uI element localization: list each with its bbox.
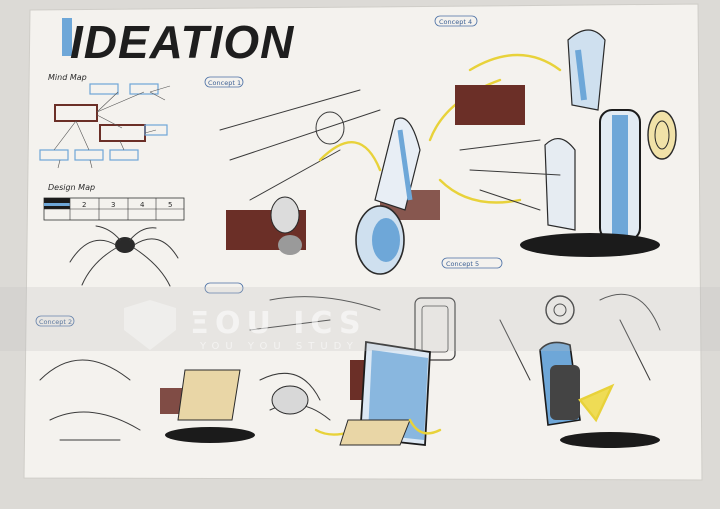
mind-map-label: Mind Map xyxy=(48,73,87,82)
spider-sketch xyxy=(69,225,179,287)
mind-map-section: Mind Map xyxy=(39,73,171,169)
watermark: ΞOU ICS YOU YOU STUDY xyxy=(0,287,720,352)
mind-map-node-3 xyxy=(89,83,119,95)
concept-2-sketch: Concept 2 xyxy=(35,315,352,443)
watermark-band xyxy=(0,287,720,351)
watermark-shield-icon xyxy=(124,300,176,350)
tablet-dock-sketch xyxy=(204,282,442,446)
concept-5-tag: Concept 5 xyxy=(446,260,479,268)
concept-2-tag: Concept 2 xyxy=(39,318,72,326)
design-map-section: Design Map 2 3 4 5 xyxy=(43,183,185,221)
design-map-col-4: 4 xyxy=(140,201,145,209)
concept-1-sketch: Concept 1 xyxy=(204,76,502,275)
concept-4-sketch: Concept 4 xyxy=(434,15,677,257)
watermark-sub-text: YOU YOU STUDY xyxy=(199,341,359,352)
mind-map-node-4 xyxy=(129,83,159,95)
concept-4-tag: Concept 4 xyxy=(439,18,472,26)
concept-1-tag: Concept 1 xyxy=(208,79,241,87)
design-map-col-3: 3 xyxy=(111,201,115,209)
title-blue-accent xyxy=(62,18,72,56)
mind-map-node-8 xyxy=(144,124,168,136)
design-map-header-blue xyxy=(44,203,70,206)
design-map-col-2: 2 xyxy=(82,201,86,209)
design-map-col-5: 5 xyxy=(168,201,172,209)
page-title: IDEATION xyxy=(70,16,294,68)
watermark-main-text: ΞOU ICS xyxy=(190,306,367,341)
concept-5-sketch: Concept 5 xyxy=(414,257,661,448)
design-map-label: Design Map xyxy=(48,183,95,192)
